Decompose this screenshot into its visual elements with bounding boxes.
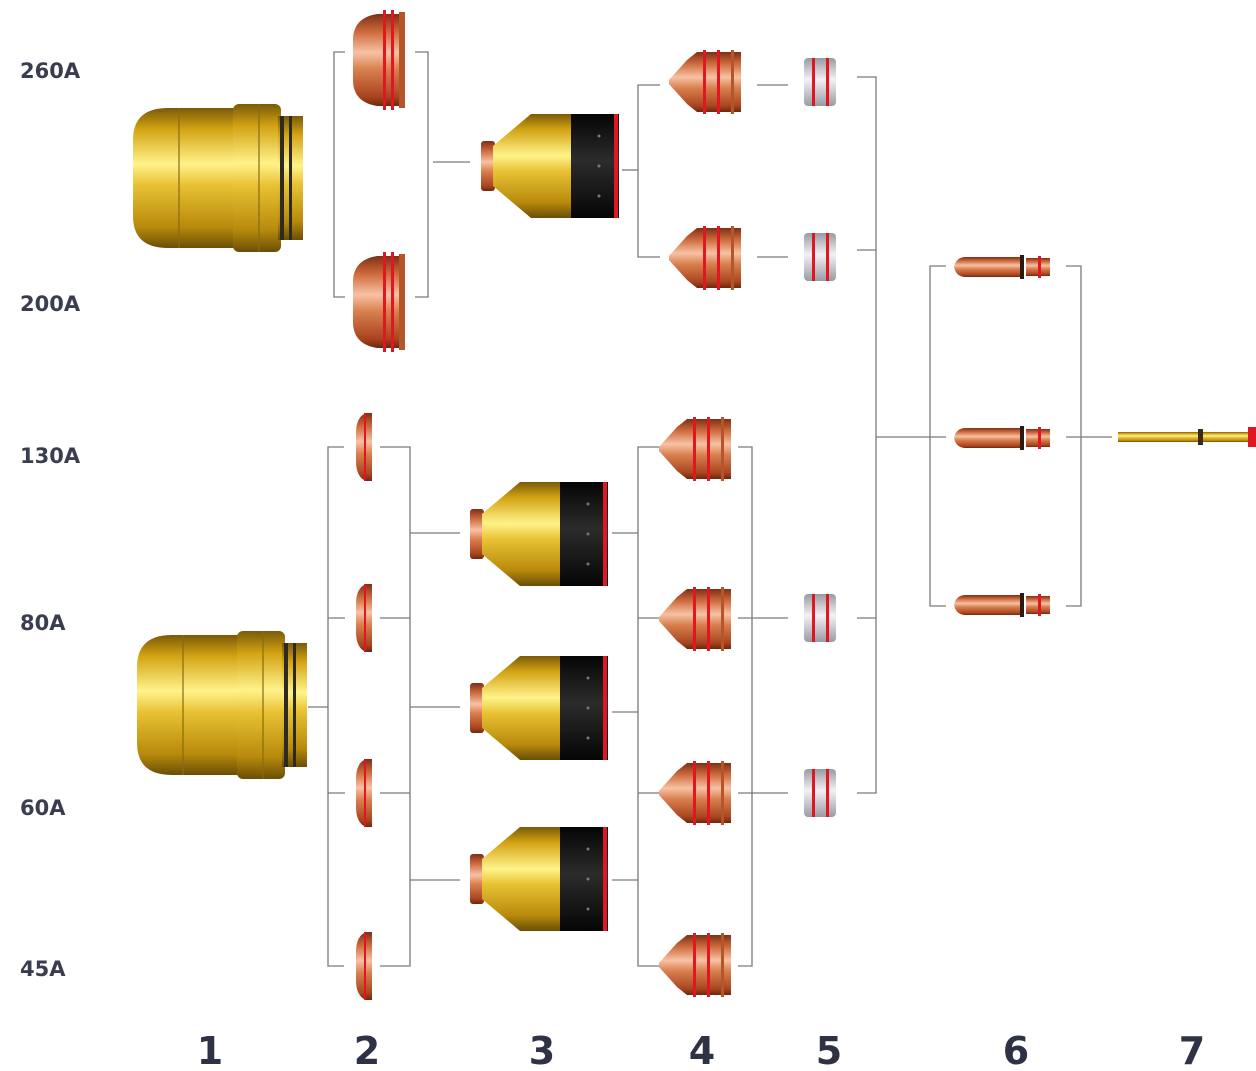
nozzle: [659, 587, 731, 651]
column-number: 5: [816, 1029, 842, 1071]
nozzle-retaining-cap: [481, 114, 619, 218]
nozzle-retaining-cap: [470, 482, 608, 586]
nozzles: [659, 50, 741, 997]
current-label: 260A: [20, 59, 81, 83]
connector-bracket: [415, 51, 429, 298]
current-label: 200A: [20, 292, 81, 316]
current-label: 60A: [20, 796, 66, 820]
swirl-rings: [804, 58, 836, 817]
column-number: 1: [197, 1029, 223, 1071]
shield: [356, 584, 372, 652]
connector-bracket: [637, 84, 660, 258]
column-number: 4: [689, 1029, 715, 1071]
water-tubes: [1118, 427, 1256, 447]
swirl-ring: [804, 594, 836, 642]
nozzle-retaining-cap: [470, 827, 608, 931]
current-label: 80A: [20, 611, 66, 635]
current-labels: 260A 200A 130A 80A 60A 45A: [20, 59, 81, 981]
water-tube: [1118, 427, 1256, 447]
swirl-ring: [804, 58, 836, 106]
connector-lines: [308, 51, 1112, 967]
current-label: 130A: [20, 444, 81, 468]
retaining-cap-small: [137, 631, 307, 779]
shield: [356, 413, 372, 481]
nozzle: [659, 933, 731, 997]
connector-bracket: [857, 76, 877, 794]
column-number: 6: [1003, 1029, 1029, 1071]
shields: [353, 10, 405, 1000]
electrode: [954, 255, 1050, 279]
electrode: [954, 426, 1050, 450]
connector-bracket: [327, 446, 344, 967]
shield: [353, 252, 405, 352]
nozzle-retaining-cap: [470, 656, 608, 760]
shield: [356, 759, 372, 827]
column-number: 3: [529, 1029, 555, 1071]
shield: [353, 10, 405, 110]
connector-bracket: [929, 265, 946, 607]
electrodes: [954, 255, 1050, 617]
nozzle: [659, 761, 731, 825]
retaining-caps: [133, 104, 307, 779]
column-number: 2: [354, 1029, 380, 1071]
connector-bracket: [738, 446, 753, 967]
nozzle: [669, 50, 741, 114]
nozzle-retaining-caps: [470, 114, 619, 931]
nozzle: [659, 417, 731, 481]
connector-bracket: [637, 446, 660, 967]
connector-bracket: [380, 446, 411, 967]
nozzle: [669, 226, 741, 290]
shield: [356, 932, 372, 1000]
connector-bracket: [1066, 265, 1082, 607]
column-number: 7: [1179, 1029, 1205, 1071]
swirl-ring: [804, 233, 836, 281]
swirl-ring: [804, 769, 836, 817]
current-label: 45A: [20, 957, 66, 981]
column-numbers: 1 2 3 4 5 6 7: [197, 1029, 1205, 1071]
retaining-cap-large: [133, 104, 303, 252]
connector-bracket: [333, 51, 345, 298]
electrode: [954, 593, 1050, 617]
